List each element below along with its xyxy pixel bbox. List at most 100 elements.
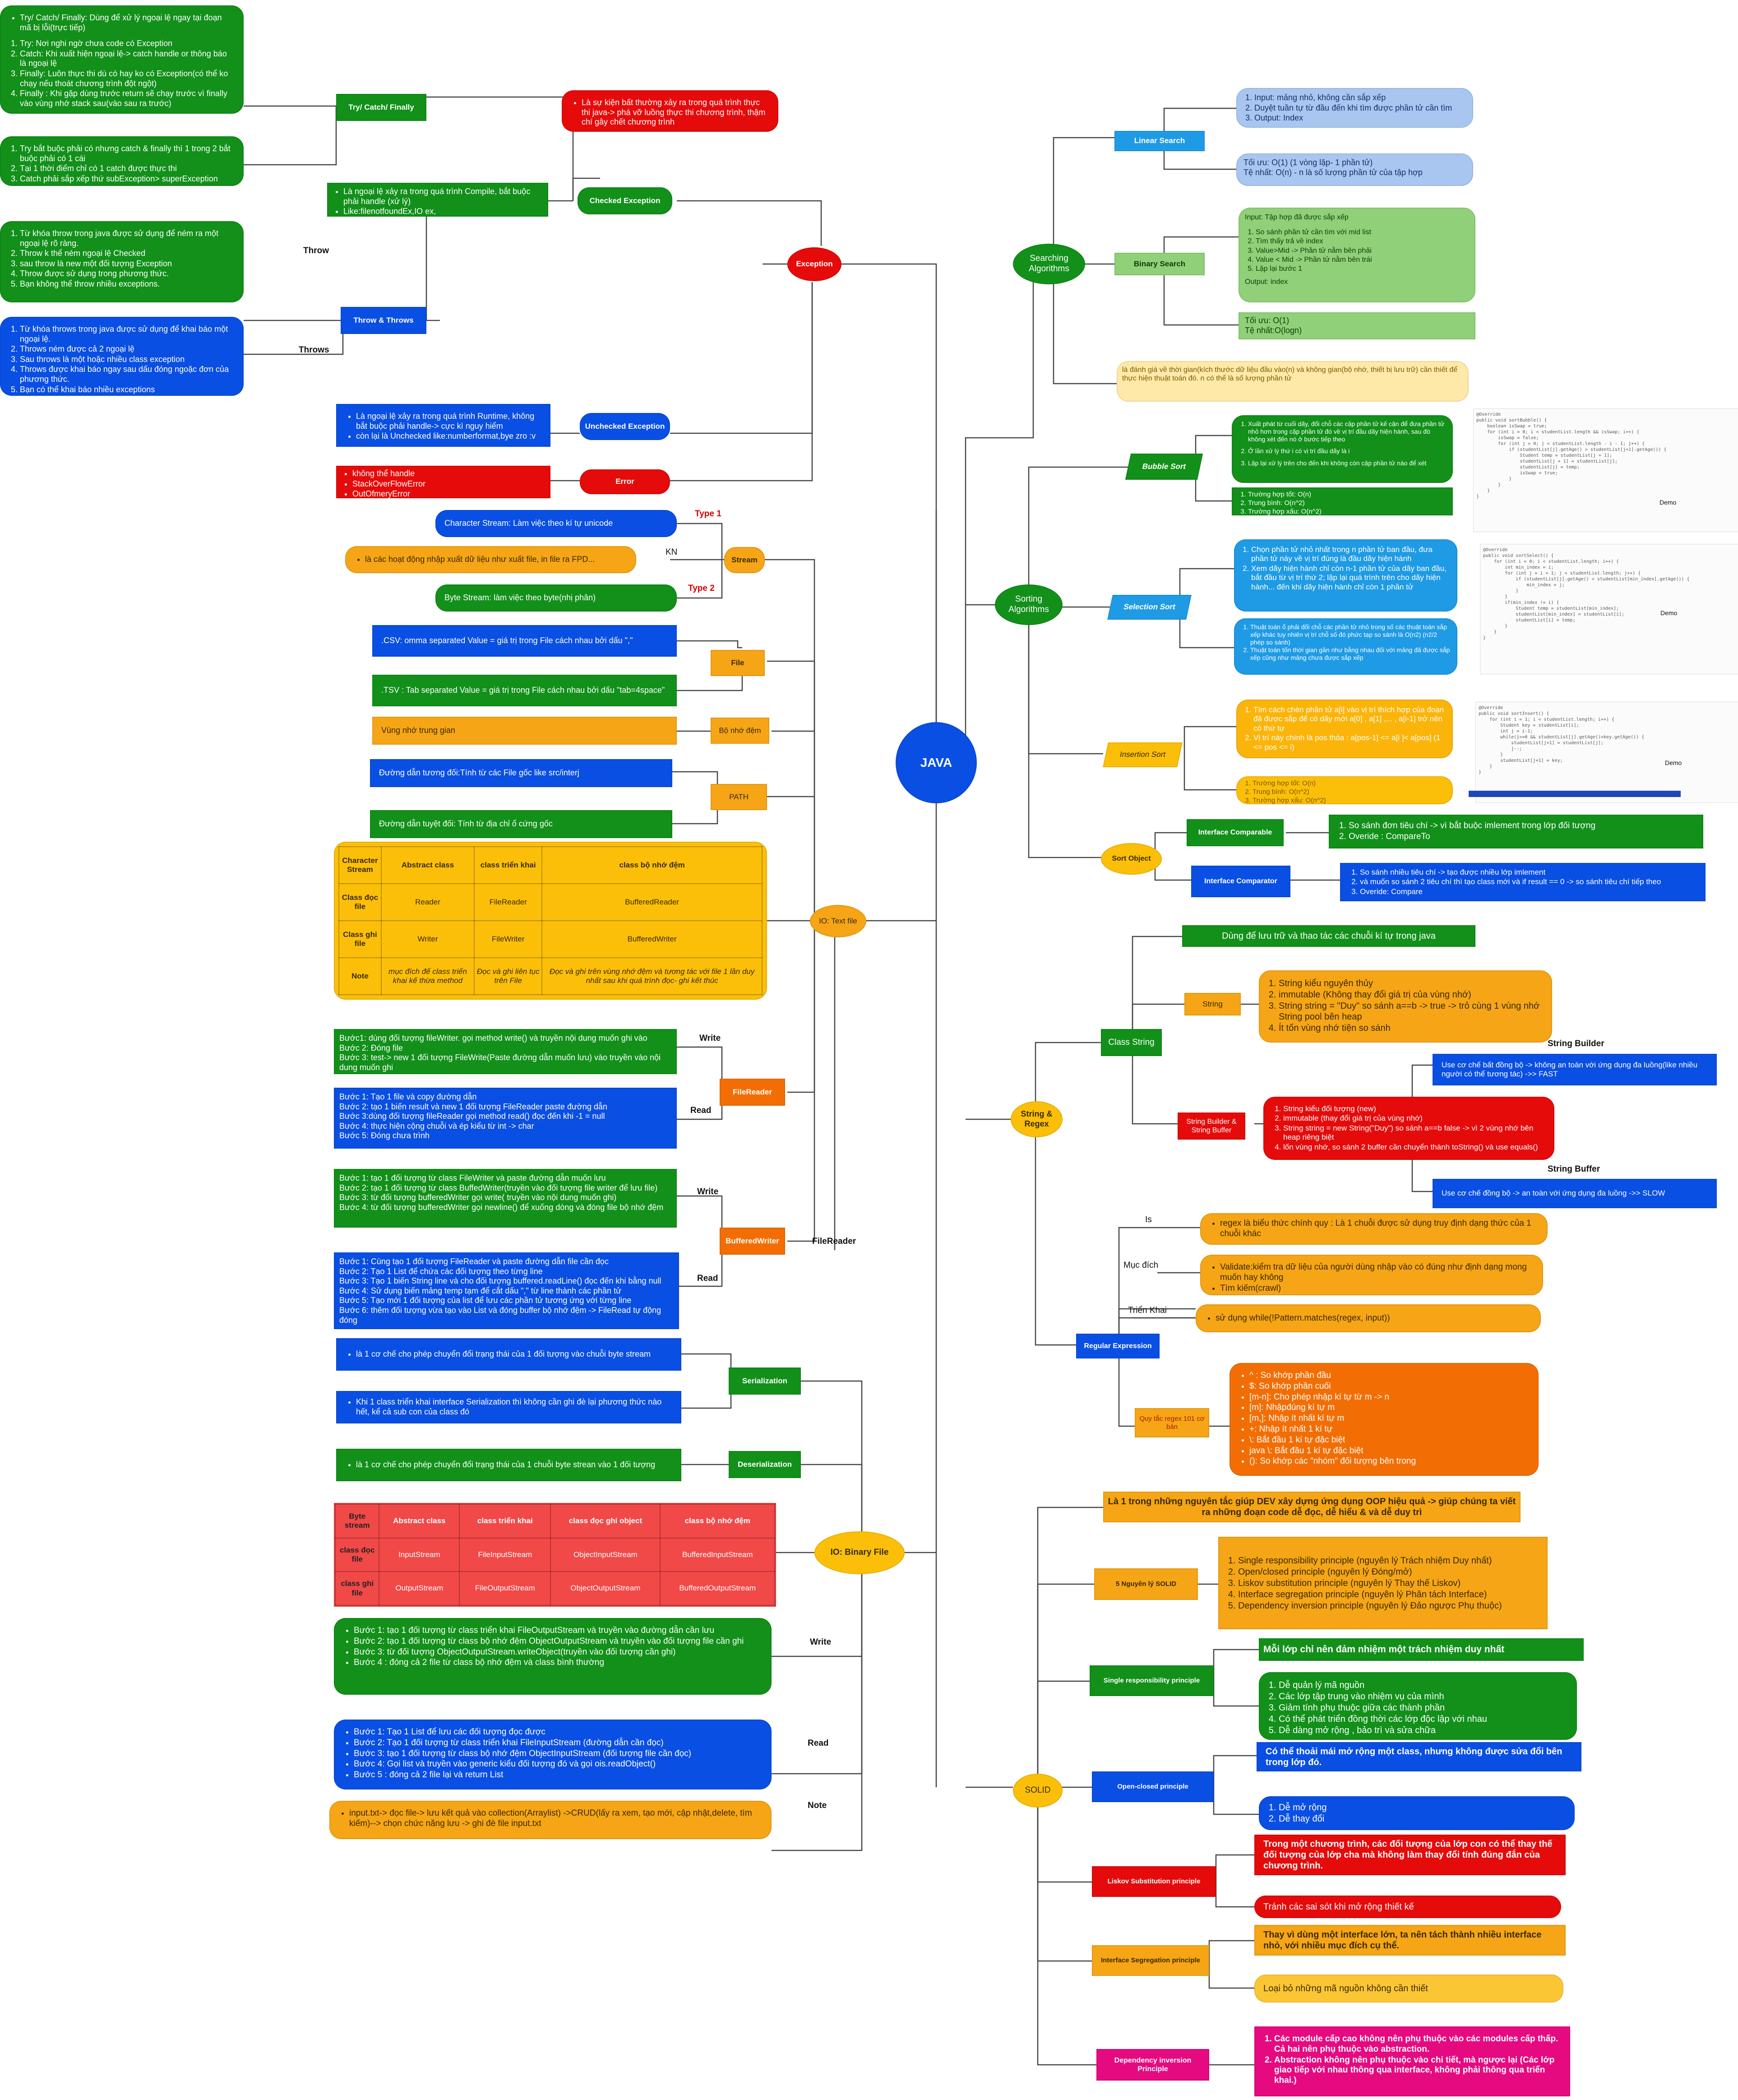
- exception-node[interactable]: Exception: [787, 247, 841, 281]
- string-item: Ít tốn vùng nhớ tiện so sánh: [1279, 1023, 1543, 1034]
- filereader-node[interactable]: FileReader: [720, 1079, 785, 1106]
- isp-node[interactable]: Interface Segregation principle: [1092, 1945, 1209, 1976]
- path-node[interactable]: PATH: [711, 784, 767, 810]
- io-text-file-node[interactable]: IO: Text file: [810, 905, 866, 937]
- bubble-sort-node[interactable]: Bubble Sort: [1125, 454, 1203, 480]
- root-java[interactable]: JAVA: [896, 722, 977, 803]
- srp-node[interactable]: Single responsibility principle: [1090, 1665, 1214, 1696]
- bw-read-step: Bước 2: Tạo 1 List để chứa các đối tượng…: [339, 1266, 543, 1276]
- solid-node[interactable]: SOLID: [1013, 1774, 1063, 1808]
- bubble-step: Ở lần xử lý thứ i có vị trí đầu dãy là i: [1248, 447, 1447, 455]
- solid-principle: Liskov substitution principle (nguyên lý…: [1238, 1578, 1502, 1589]
- sorting-node[interactable]: Sorting Algorithms: [995, 584, 1063, 625]
- io-binary-node[interactable]: IO: Binary File: [814, 1531, 905, 1574]
- sort-object-node[interactable]: Sort Object: [1101, 843, 1162, 875]
- comparable-node[interactable]: Interface Comparable: [1187, 819, 1284, 846]
- throw-item: Từ khóa throw trong java được sử dụng để…: [20, 229, 235, 248]
- insertion-sort-node[interactable]: Insertion Sort: [1103, 742, 1183, 767]
- lsp-main: Trong một chương trình, các đối tượng củ…: [1254, 1835, 1566, 1875]
- absolute-path-text: Đường dẫn tuyệt đối: Tính từ địa chỉ ổ c…: [379, 819, 553, 829]
- error-desc: không thể handle StackOverFlowError OutO…: [336, 466, 550, 498]
- searching-node[interactable]: Searching Algorithms: [1013, 244, 1085, 284]
- binary-step: Tìm thấy trả về index: [1256, 237, 1372, 246]
- binary-write-label: Write: [810, 1637, 832, 1647]
- try-catch-node[interactable]: Try/ Catch/ Finally: [336, 94, 426, 121]
- tf-cell: Đọc và ghi trên vùng nhớ đệm và tương tá…: [541, 957, 763, 995]
- dip-items: Các module cấp cao không nên phụ thuộc v…: [1254, 2026, 1570, 2096]
- comparable-item: So sánh đơn tiêu chí -> vì bắt buộc imle…: [1349, 821, 1595, 831]
- string-builder-buffer-node[interactable]: String Builder & String Buffer: [1178, 1113, 1245, 1140]
- string-node[interactable]: String: [1184, 993, 1241, 1015]
- fr-write-step: Bước 3: test-> new 1 đối tượng FileWrite…: [339, 1053, 661, 1072]
- stream-node[interactable]: Stream: [724, 547, 765, 573]
- byte-stream-text: Byte Stream: làm việc theo byte(nhị phân…: [444, 593, 596, 603]
- try-catch-desc: Try/ Catch/ Finally: Dùng để xử lý ngoại…: [0, 5, 244, 114]
- ocp-item: Dễ thay đổi: [1279, 1813, 1327, 1824]
- bubble-code-screenshot: @Override public void sortBubble() { boo…: [1473, 408, 1738, 532]
- lsp-node[interactable]: Liskov Substitution principle: [1092, 1866, 1216, 1897]
- selection-demo-label: Demo: [1660, 609, 1678, 617]
- stream-kn-desc: là các hoạt động nhập xuất dữ liệu như x…: [345, 546, 636, 573]
- binary-search-node[interactable]: Binary Search: [1114, 253, 1205, 275]
- checked-exception-node[interactable]: Checked Exception: [578, 187, 672, 214]
- unchecked-item: Là ngoại lệ xảy ra trong quá trình Runti…: [356, 412, 541, 431]
- bw-write-step: Bước 4: từ đối tượng bufferedWriter gọi …: [339, 1202, 664, 1212]
- string-regex-node[interactable]: String & Regex: [1011, 1101, 1063, 1137]
- deserialization-node[interactable]: Deserialization: [729, 1451, 801, 1478]
- unchecked-exception-node[interactable]: Unchecked Exception: [580, 413, 670, 440]
- csv-desc: .CSV: omma separated Value = giá trị tro…: [372, 625, 677, 657]
- error-item: OutOfmeryError: [352, 489, 425, 499]
- serialization-note-text: Khi 1 class triển khai interface Seriali…: [356, 1397, 672, 1417]
- binary-note-step: input.txt-> đọc file-> lưu kết quả vào c…: [349, 1808, 763, 1829]
- srp-item: Dễ quản lý mã nguồn: [1279, 1680, 1487, 1691]
- bf-cell: OutputStream: [379, 1571, 460, 1606]
- file-node[interactable]: File: [711, 650, 765, 676]
- selection-sort-node[interactable]: Selection Sort: [1107, 595, 1192, 620]
- insertion-complexity: Trung bình: O(n^2): [1253, 788, 1326, 796]
- throw-throws-node[interactable]: Throw & Throws: [341, 307, 426, 334]
- bubble-complexity: Trường hợp tốt: O(n): [1248, 491, 1322, 499]
- class-string-node[interactable]: Class String: [1101, 1029, 1162, 1056]
- string-item: String kiểu nguyên thủy: [1279, 978, 1543, 989]
- ocp-node[interactable]: Open-closed principle: [1092, 1771, 1214, 1802]
- relative-path-text: Đường dẫn tương đối:Tính từ các File gốc…: [379, 768, 579, 778]
- linear-search-node[interactable]: Linear Search: [1114, 131, 1205, 151]
- serialization-desc-text: là 1 cơ chế cho phép chuyển đổi trạng th…: [356, 1349, 651, 1359]
- tf-header: Abstract class: [380, 846, 475, 884]
- text-file-grid: Character Stream Abstract class class tr…: [338, 846, 763, 995]
- selection-step: Xem dãy hiện hành chỉ còn n-1 phần tử củ…: [1251, 564, 1451, 592]
- fr-read-step: Bước 4: thực hiện cộng chuỗi và ép kiểu …: [339, 1121, 534, 1131]
- string-item: immutable (Không thay đổi giá trị của vù…: [1279, 989, 1543, 1000]
- serialization-node[interactable]: Serialization: [729, 1368, 801, 1395]
- insertion-code-screenshot: @Override public void sortInsert() { for…: [1475, 702, 1738, 803]
- try-catch-title: Try/ Catch/ Finally: Dùng để xử lý ngoại…: [20, 13, 235, 32]
- bf-cell: FileOutputStream: [459, 1571, 551, 1606]
- srp-item: Các lớp tập trung vào nhiệm vụ của mình: [1279, 1691, 1487, 1702]
- buffer-memory-node[interactable]: Bộ nhớ đệm: [711, 718, 769, 744]
- linear-complexity: Tối ưu: O(1) (1 vòng lặp- 1 phần tử): [1243, 158, 1373, 167]
- throw-item: sau throw là new một đối tượng Exception: [20, 259, 235, 269]
- complexity-note-text: là đánh giá về thời gian(kích thước dữ l…: [1122, 366, 1458, 383]
- linear-search-complexity: Tối ưu: O(1) (1 vòng lặp- 1 phần tử) Tệ …: [1236, 153, 1473, 186]
- dip-node[interactable]: Dependency inversion Principle: [1096, 2049, 1209, 2081]
- solid-principle: Open/closed principle (nguyên lý Đóng/mở…: [1238, 1567, 1502, 1577]
- bf-header: class triển khai: [459, 1504, 551, 1539]
- selection-code-screenshot: @Override public void sortSelect() { for…: [1480, 544, 1738, 674]
- bw-write-label: Write: [697, 1187, 719, 1196]
- tf-header: class triển khai: [474, 846, 543, 884]
- regex-node[interactable]: Regular Expression: [1076, 1334, 1160, 1358]
- regex-is-label: Is: [1145, 1215, 1152, 1224]
- comparator-node[interactable]: Interface Comparator: [1191, 866, 1290, 897]
- bf-header: Abstract class: [379, 1504, 460, 1539]
- isp-extra-text: Loại bỏ những mã nguồn không cần thiết: [1263, 1984, 1428, 1993]
- solid-five-node[interactable]: 5 Nguyên lý SOLID: [1094, 1568, 1198, 1600]
- string-buffer-title: String Buffer: [1548, 1164, 1600, 1174]
- linear-complexity: Tệ nhất: O(n) - n là số lượng phần tử củ…: [1243, 167, 1423, 177]
- bufferedwriter-node[interactable]: BufferedWriter: [720, 1228, 785, 1255]
- ocp-main-text: Có thể thoải mái mở rộng một class, nhưn…: [1266, 1746, 1562, 1767]
- fr-read-label: Read: [690, 1106, 712, 1115]
- throw-item: Throw k thể ném ngoại lệ Checked: [20, 249, 235, 259]
- error-node[interactable]: Error: [580, 469, 670, 494]
- regex-rules-node[interactable]: Quy tắc regex 101 cơ bản: [1135, 1408, 1209, 1437]
